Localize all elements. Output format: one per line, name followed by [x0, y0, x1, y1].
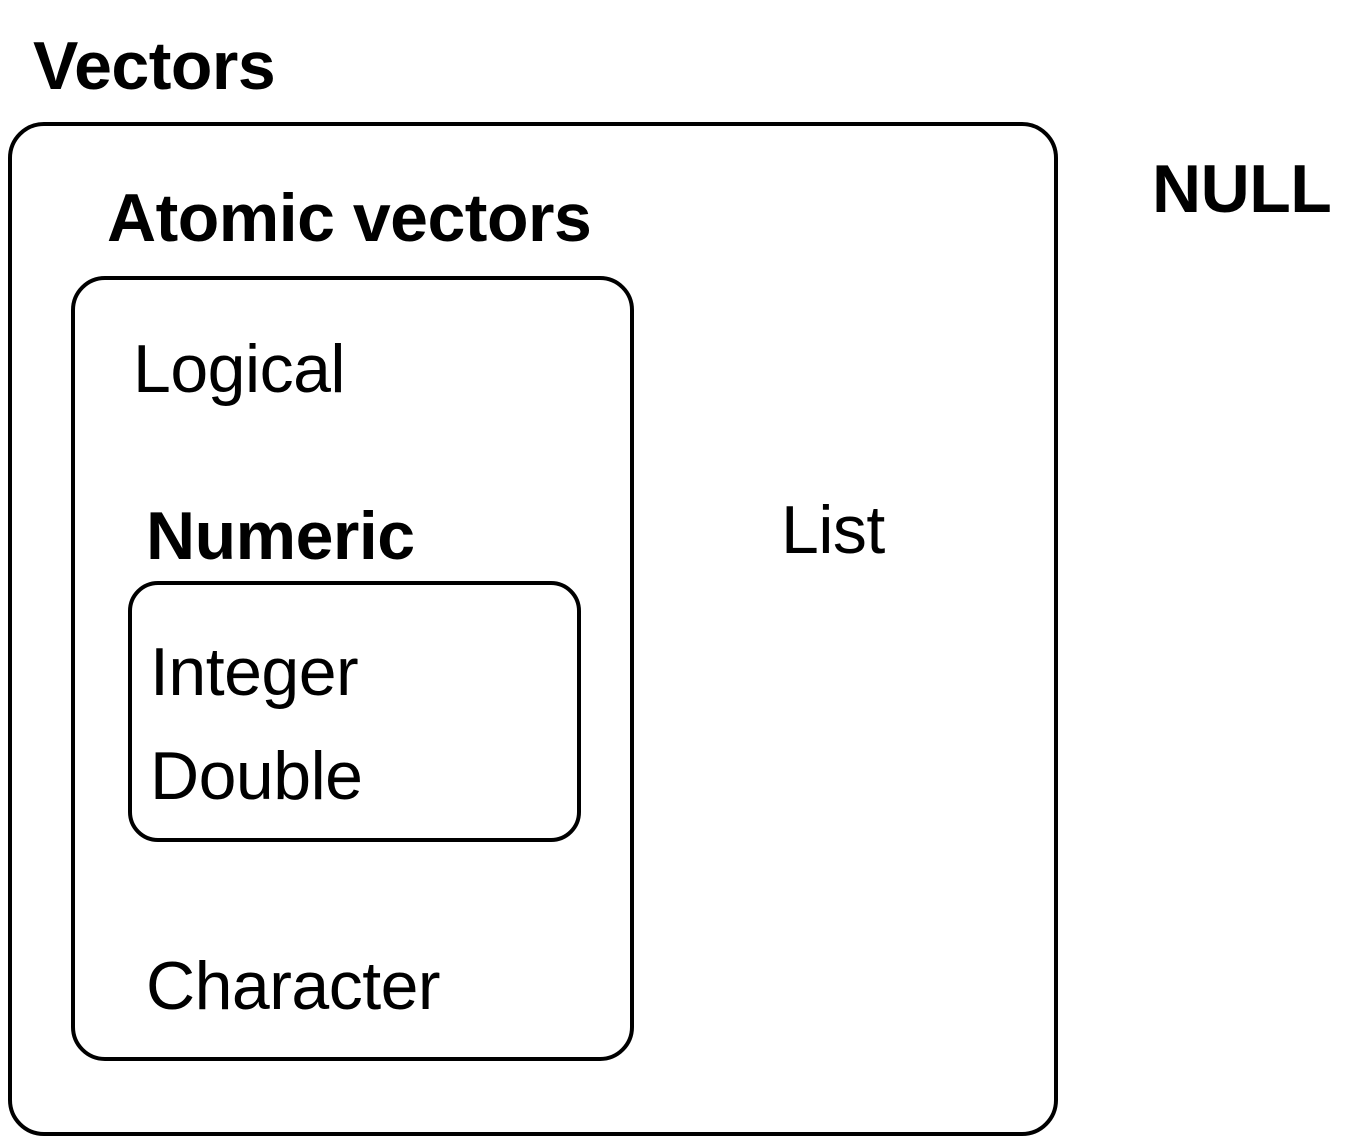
atomic-vectors-box: Logical Numeric Integer Double Character	[71, 276, 634, 1061]
integer-label: Integer	[150, 634, 359, 710]
double-label: Double	[150, 738, 363, 814]
diagram-title: Vectors	[33, 28, 276, 104]
character-label: Character	[146, 948, 441, 1024]
vectors-box: Atomic vectors List Logical Numeric Inte…	[8, 122, 1058, 1136]
list-label: List	[781, 492, 885, 568]
logical-label: Logical	[133, 331, 346, 407]
numeric-heading: Numeric	[146, 498, 415, 574]
atomic-vectors-heading: Atomic vectors	[107, 180, 592, 256]
null-label: NULL	[1152, 151, 1332, 227]
numeric-box: Integer Double	[128, 581, 581, 842]
